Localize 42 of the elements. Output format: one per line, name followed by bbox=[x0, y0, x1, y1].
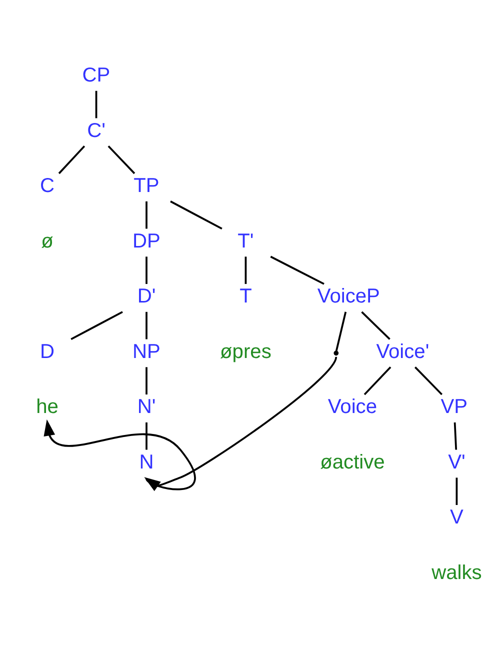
node-text: N' bbox=[137, 396, 156, 418]
node-text: T' bbox=[238, 230, 254, 252]
node-text: DP bbox=[132, 230, 160, 252]
node-text: øpres bbox=[220, 340, 272, 362]
node-text: ø bbox=[41, 230, 54, 252]
connector bbox=[58, 144, 86, 174]
connector bbox=[270, 255, 324, 284]
connector bbox=[70, 310, 123, 340]
connector bbox=[454, 422, 458, 450]
connector bbox=[146, 366, 148, 394]
node-text: D bbox=[40, 340, 55, 362]
connector bbox=[95, 90, 98, 118]
connector bbox=[108, 144, 136, 174]
node-text: T bbox=[240, 285, 252, 308]
connector bbox=[146, 311, 148, 339]
connector bbox=[364, 366, 392, 395]
node-point bbox=[334, 350, 339, 356]
node-text: C bbox=[40, 174, 55, 197]
node-text: CP bbox=[82, 64, 110, 86]
connector bbox=[244, 256, 247, 284]
node-text: C' bbox=[87, 119, 106, 142]
node-text: Voice bbox=[328, 396, 378, 418]
connector bbox=[335, 311, 347, 351]
connector bbox=[456, 477, 458, 504]
node-text: VoiceP bbox=[317, 285, 380, 308]
connector bbox=[146, 200, 148, 228]
node-text: øactive bbox=[320, 450, 385, 473]
node-text: V bbox=[450, 506, 464, 528]
node-text: TP bbox=[134, 174, 160, 197]
node-text: he bbox=[36, 396, 58, 418]
node-text: Voice' bbox=[376, 340, 430, 362]
node-text: VP bbox=[440, 396, 468, 418]
node-text: NP bbox=[132, 340, 160, 362]
connector bbox=[414, 366, 443, 395]
connector bbox=[170, 200, 222, 230]
node-text: D' bbox=[137, 285, 156, 308]
connector bbox=[146, 256, 148, 284]
node-text: N bbox=[139, 450, 154, 473]
connector bbox=[361, 310, 390, 340]
node-text: walks bbox=[432, 561, 482, 584]
node-text: V' bbox=[448, 450, 466, 473]
connector bbox=[146, 422, 148, 450]
